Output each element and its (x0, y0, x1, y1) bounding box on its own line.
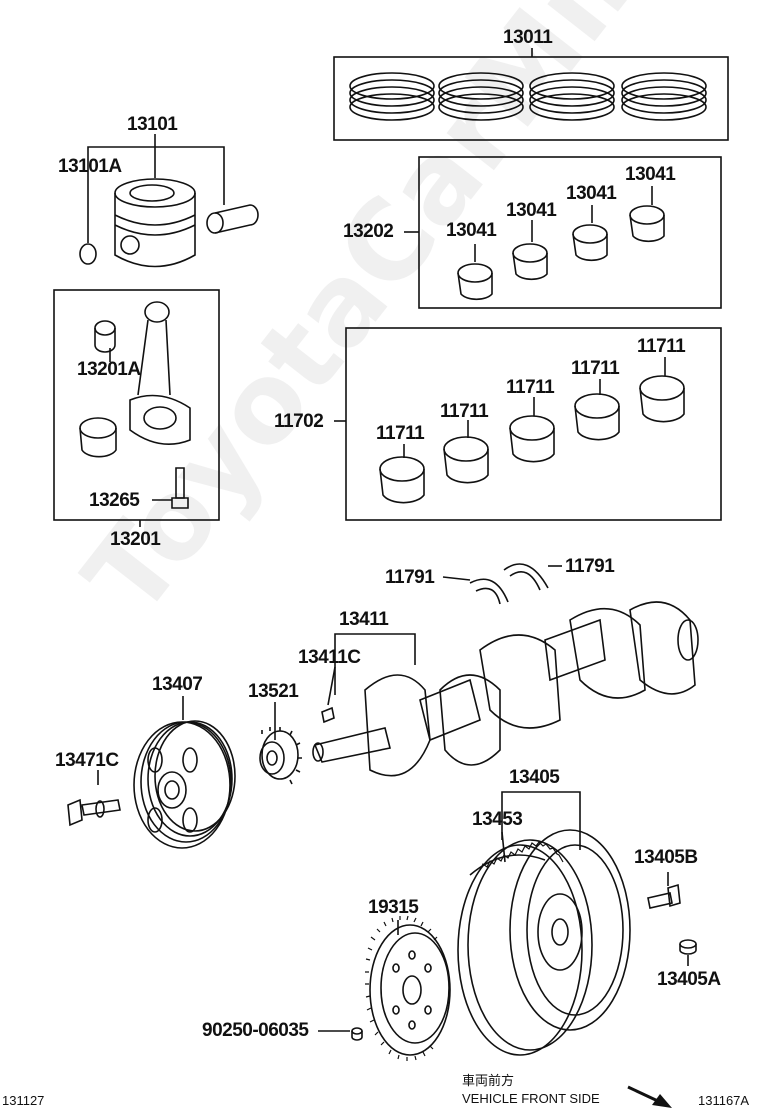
label-13041-b: 13041 (506, 200, 557, 221)
piston-ring-3 (529, 72, 615, 121)
crank-key (321, 706, 335, 724)
pulley-bolt (67, 798, 121, 827)
label-19315: 19315 (368, 897, 419, 918)
main-bearing-4 (574, 393, 620, 441)
timing-sprocket (259, 727, 302, 785)
footer-right-code: 131167A (698, 1093, 750, 1108)
piston-ring-1 (349, 72, 435, 121)
footer-left-code: 131127 (2, 1093, 45, 1108)
main-bearing-5 (639, 375, 685, 423)
small-end-bushing (94, 320, 116, 353)
signal-plate-teeth (365, 915, 438, 1061)
label-13405: 13405 (509, 767, 560, 788)
label-11711-d: 11711 (571, 358, 620, 379)
bearing-shell-2 (512, 243, 548, 281)
label-13411: 13411 (339, 609, 389, 630)
label-11791-left: 11791 (385, 567, 435, 588)
connecting-rod (129, 301, 191, 446)
label-13041-d: 13041 (625, 164, 676, 185)
main-bearing-1 (379, 456, 425, 504)
piston (114, 178, 196, 268)
label-13101: 13101 (127, 114, 178, 135)
label-13201A: 13201A (77, 359, 141, 380)
label-11711-b: 11711 (440, 401, 489, 422)
drive-plate-bolt (647, 883, 681, 909)
conrod-bolt (171, 467, 189, 509)
label-11711-e: 11711 (637, 336, 686, 357)
main-bearing-3 (509, 415, 555, 463)
label-13405A: 13405A (657, 969, 721, 990)
drive-plate-spacer (679, 939, 697, 955)
drive-plate (457, 829, 631, 1056)
label-13411C: 13411C (298, 647, 361, 668)
thrust-washer-right (503, 563, 549, 591)
conrod-bearing (79, 417, 117, 458)
piston-rings-group (349, 72, 707, 121)
main-bearing-2 (443, 436, 489, 484)
label-13201: 13201 (110, 529, 161, 550)
signal-plate-screw (351, 1027, 363, 1041)
label-13041-c: 13041 (566, 183, 617, 204)
label-13011: 13011 (503, 27, 553, 48)
vehicle-front-en: VEHICLE FRONT SIDE (462, 1091, 600, 1106)
label-13471C: 13471C (55, 750, 119, 771)
label-11791-right: 11791 (565, 556, 615, 577)
label-13521: 13521 (248, 681, 299, 702)
label-13041-a: 13041 (446, 220, 497, 241)
crank-pulley (133, 720, 236, 849)
snap-ring (79, 243, 97, 265)
label-13407: 13407 (152, 674, 203, 695)
vehicle-front-jp: 車両前方 (462, 1073, 515, 1088)
label-13202: 13202 (343, 221, 394, 242)
bearing-shell-4 (629, 205, 665, 243)
main-bearing-shells (379, 375, 685, 504)
bearing-shell-3 (572, 224, 608, 262)
conrod-box (53, 289, 220, 521)
conrod-bearing-shells (457, 205, 665, 301)
main-bearing-box (345, 327, 722, 521)
thrust-washer-left (469, 578, 509, 605)
piston-pin (206, 204, 259, 234)
ring-set-box (333, 56, 729, 141)
signal-plate (369, 924, 451, 1056)
label-11702: 11702 (274, 411, 324, 432)
bearing-shell-1 (457, 263, 493, 301)
ring-gear-teeth (479, 841, 564, 871)
piston-ring-4 (621, 72, 707, 121)
crankshaft (312, 601, 699, 777)
vehicle-front-arrow (652, 1094, 672, 1108)
piston-ring-2 (438, 72, 524, 121)
label-11711-a: 11711 (376, 423, 425, 444)
label-90250-06035: 90250-06035 (202, 1020, 309, 1041)
label-13453: 13453 (472, 809, 523, 830)
label-11711-c: 11711 (506, 377, 555, 398)
label-13405B: 13405B (634, 847, 698, 868)
label-13265: 13265 (89, 490, 140, 511)
label-13101A: 13101A (58, 156, 122, 177)
